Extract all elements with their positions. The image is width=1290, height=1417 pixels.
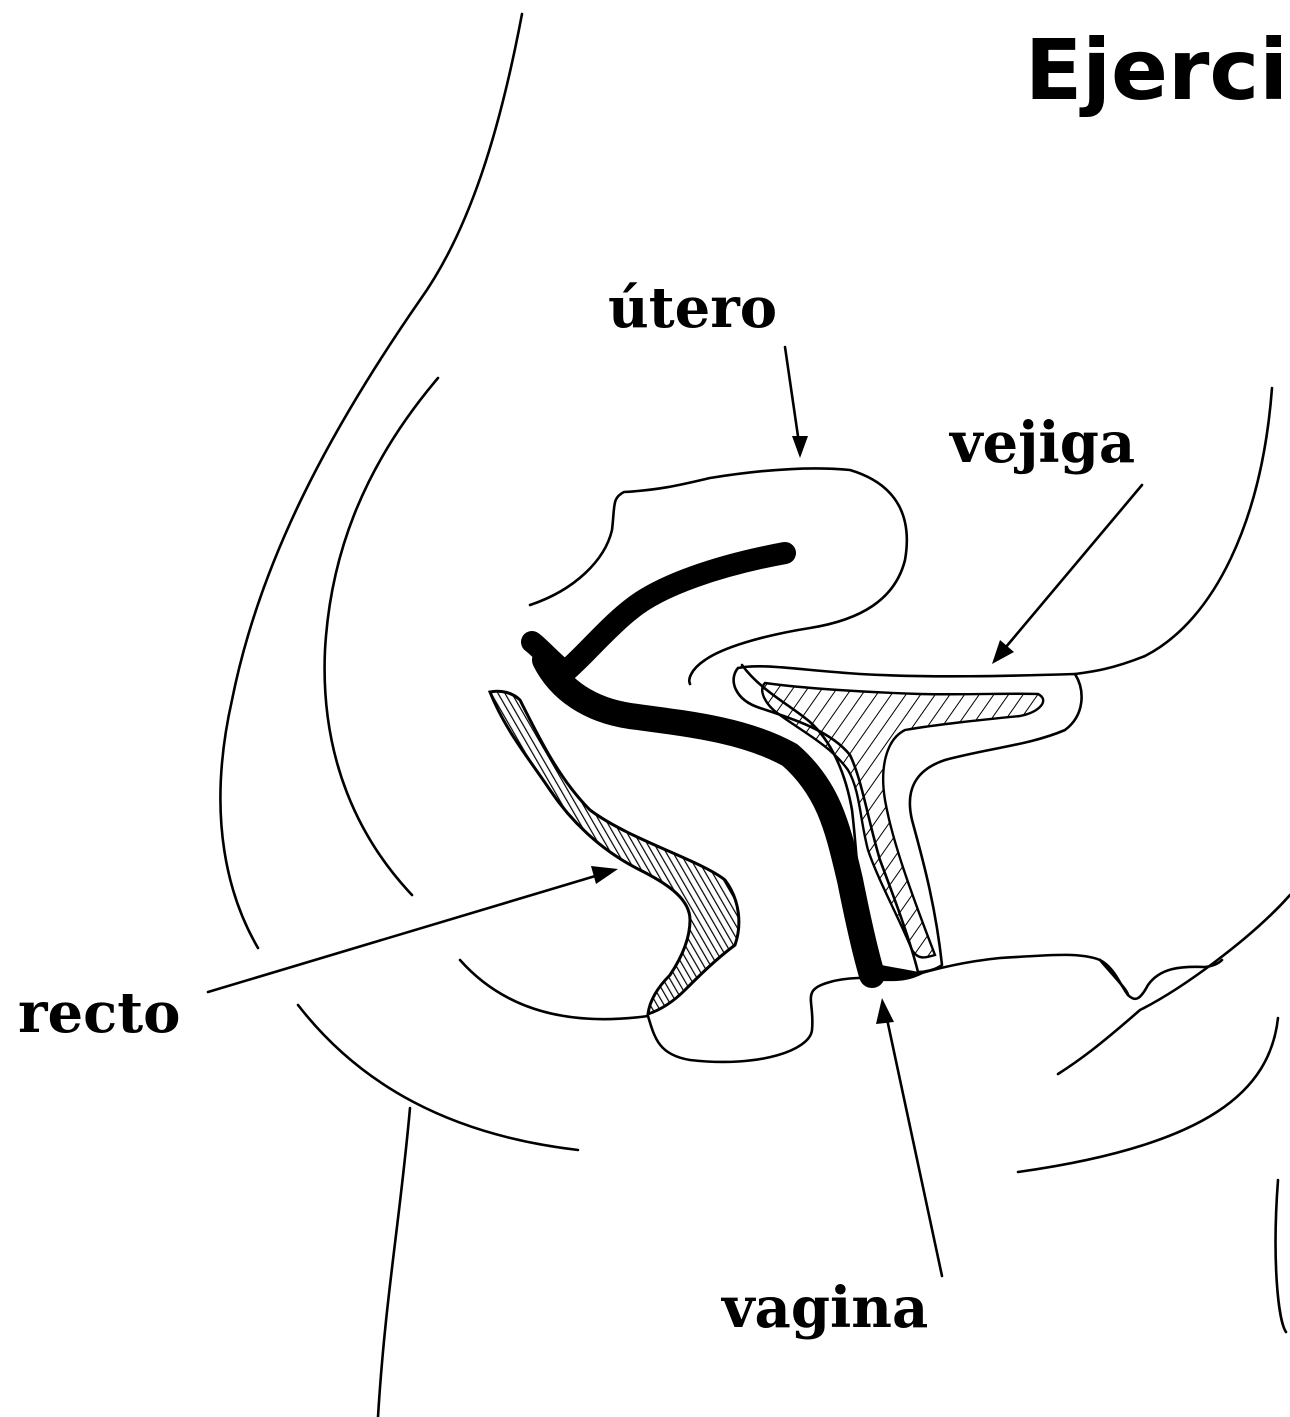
rectum-arrow [208,866,618,992]
body-outline [220,14,1290,1417]
vagina-arrow [876,998,942,1276]
bladder-arrow [992,485,1142,664]
label-uterus: útero [608,280,777,336]
label-vagina: vagina [722,1280,928,1336]
rectum-shape [490,691,739,1014]
label-rectum: recto [18,985,180,1041]
perineum-outline [648,955,1222,1062]
label-bladder: vejiga [950,415,1135,471]
bladder-shape [734,666,1082,972]
uterus-arrow [785,347,808,458]
